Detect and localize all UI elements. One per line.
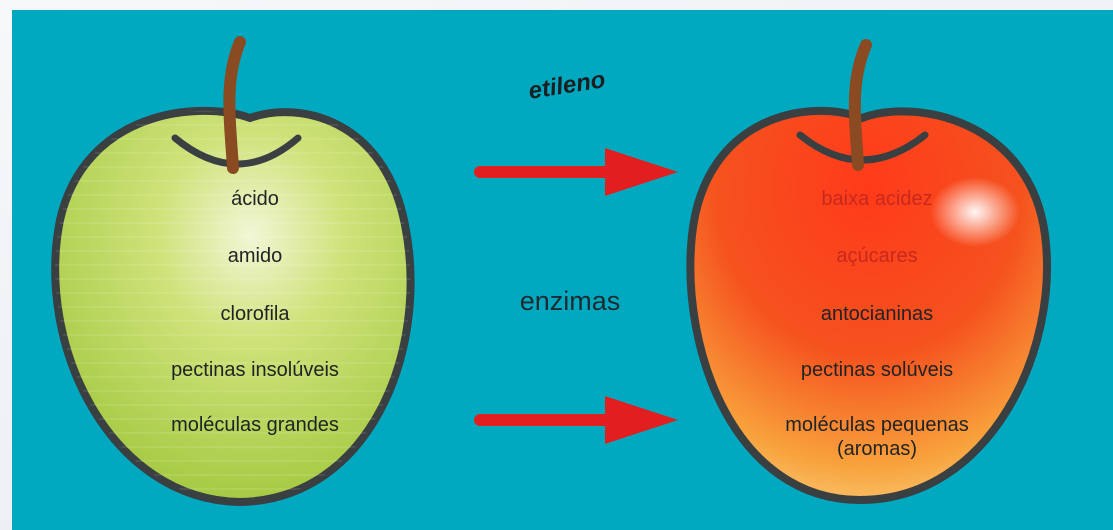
red-item: moléculas pequenas [785,414,969,436]
red-item: baixa acidez [821,188,933,210]
green-item: clorofila [220,303,290,325]
process-label-enzimas: enzimas [519,286,621,316]
red-item: pectinas solúveis [800,359,954,381]
green-item: amido [227,245,283,267]
green-apple [51,36,415,507]
red-item: açúcares [836,245,918,267]
red-item: antocianinas [820,303,934,325]
arrow-top [474,148,678,196]
green-item: moléculas grandes [171,414,339,436]
green-item: ácido [231,188,279,210]
red-apple [686,39,1051,505]
green-item: pectinas insolúveis [171,359,339,381]
red-apple-stem [848,39,872,171]
arrow-bottom [474,396,678,444]
red-apple-shine [930,177,1020,247]
green-apple-stem [223,36,246,174]
red-item: (aromas) [836,438,918,460]
